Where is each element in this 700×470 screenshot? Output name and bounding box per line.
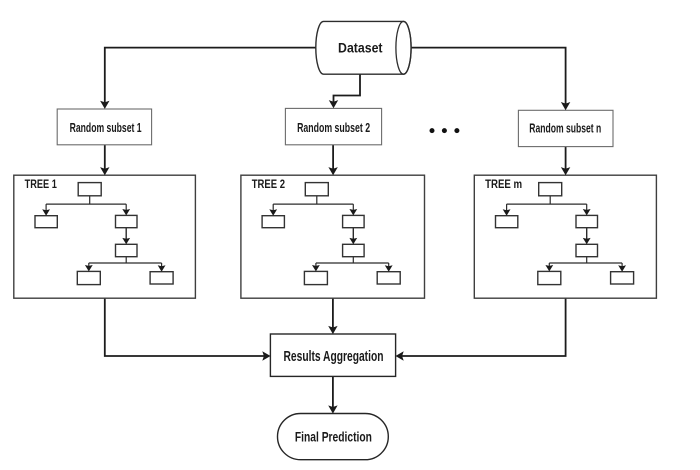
svg-text:TREE 2: TREE 2 [252,177,286,191]
svg-text:Dataset: Dataset [338,40,383,56]
svg-text:TREE 1: TREE 1 [25,177,58,191]
svg-text:Random subset 1: Random subset 1 [70,120,142,135]
svg-text:Final Prediction: Final Prediction [295,430,372,445]
svg-text:Random subset n: Random subset n [529,120,601,135]
svg-text:Results Aggregation: Results Aggregation [284,348,384,365]
svg-text:TREE m: TREE m [485,177,522,191]
svg-text:Random subset 2: Random subset 2 [297,120,370,135]
